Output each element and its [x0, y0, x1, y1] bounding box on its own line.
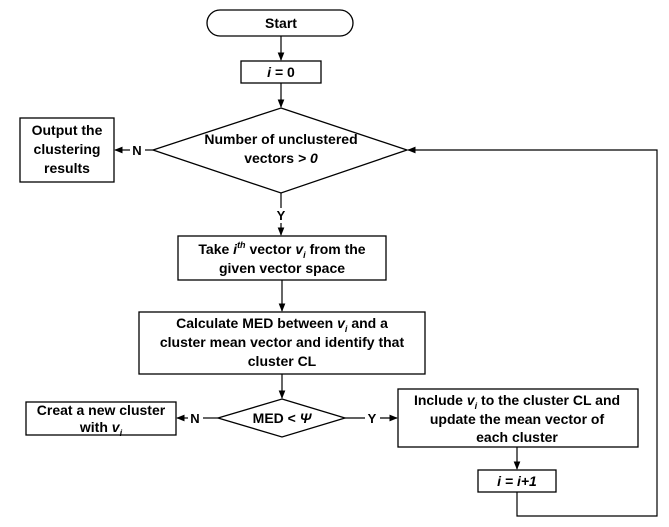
- calculate-line3: cluster CL: [248, 353, 317, 369]
- create-cluster-box: Creat a new cluster with vi: [25, 401, 177, 438]
- create-line2: with vi: [79, 419, 123, 438]
- increment-label: i = i+1: [497, 473, 537, 489]
- edge-label-no-2: N: [190, 411, 199, 426]
- decision-unclustered: Number of unclustered vectors > 0: [150, 107, 410, 194]
- calculate-med-box: Calculate MED between vi and a cluster m…: [138, 311, 426, 375]
- arrow-loop-back: [407, 146, 658, 517]
- create-line1: Creat a new cluster: [37, 402, 166, 418]
- output-box: Output the clustering results: [19, 117, 115, 183]
- calculate-line2: cluster mean vector and identify that: [160, 334, 405, 350]
- decision-unclustered-line1: Number of unclustered: [204, 131, 357, 147]
- init-label: i = 0: [267, 64, 295, 80]
- init-box: i = 0: [240, 60, 322, 84]
- take-line2: given vector space: [219, 260, 345, 276]
- start-terminal: Start: [206, 9, 354, 37]
- decision-med: MED < Ψ: [215, 398, 348, 438]
- calculate-line1: Calculate MED between vi and a: [176, 315, 388, 334]
- decision-med-label: MED < Ψ: [253, 410, 313, 426]
- edge-label-yes-2: Y: [368, 411, 377, 426]
- edge-label-yes-1: Y: [277, 208, 286, 223]
- output-line3: results: [44, 160, 90, 176]
- include-line1: Include vi to the cluster CL and: [414, 392, 620, 411]
- output-line1: Output the: [32, 122, 103, 138]
- include-line2: update the mean vector of: [430, 411, 605, 427]
- edge-label-no-1: N: [132, 143, 141, 158]
- include-line3: each cluster: [476, 429, 558, 445]
- start-label: Start: [265, 15, 297, 31]
- include-box: Include vi to the cluster CL and update …: [397, 388, 639, 448]
- output-line2: clustering: [34, 141, 101, 157]
- connectors: [114, 36, 658, 517]
- decision-unclustered-line2: vectors > 0: [244, 150, 318, 166]
- take-vector-box: Take ith vector vi from the given vector…: [177, 235, 387, 281]
- increment-box: i = i+1: [477, 469, 557, 493]
- take-line1: Take ith vector vi from the: [198, 240, 365, 260]
